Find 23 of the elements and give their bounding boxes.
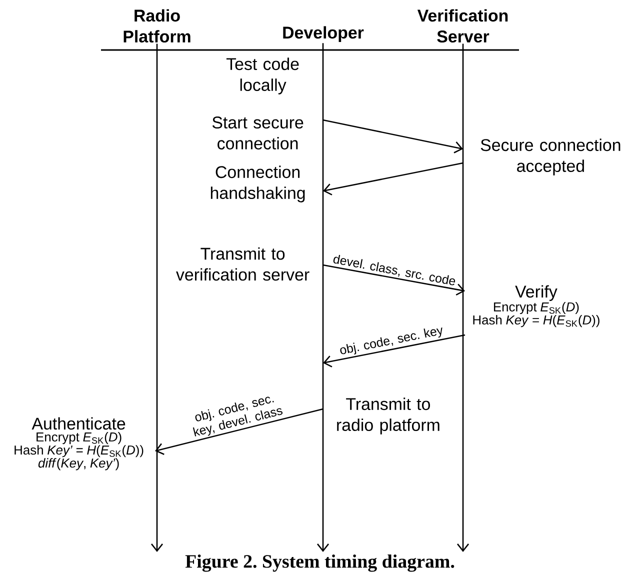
arrow [323, 162, 464, 196]
step-text: Verify Encrypt E$_{SK}$(D) Hash Key = H(E$_{SK}$(D)) [473, 285, 600, 328]
step-text: Authenticate Encrypt E$_{SK}$(D) Hash Key’ = H(E$_{SK}$(D)) diff(Key, Key’) [14, 417, 144, 470]
arrow [151, 44, 164, 552]
edge-label: obj. code, sec. key, devel. class [192, 396, 283, 436]
arrow [317, 43, 330, 552]
edge-label: devel. class, src. code [333, 254, 456, 286]
lifeline-heading: Developer [283, 26, 364, 42]
arrow [155, 408, 324, 455]
arrow [322, 264, 466, 296]
step-text: Secure connection accepted [480, 138, 620, 176]
arrow [457, 44, 470, 552]
step-text: Test code locally [226, 58, 299, 94]
step-text: Transmit to verification server [176, 247, 310, 281]
arrow [323, 334, 466, 368]
step-text: Transmit to radio platform [337, 398, 440, 434]
lifeline-heading: Verification Server [417, 9, 508, 43]
caption: Figure 2. System timing diagram. [185, 554, 454, 572]
edge-label: obj. code, sec. key [340, 328, 442, 354]
step-text: Connection handshaking [210, 166, 305, 202]
step-text: Start secure connection [212, 116, 304, 150]
arrow [322, 119, 463, 154]
lifeline-heading: Radio Platform [124, 9, 190, 43]
